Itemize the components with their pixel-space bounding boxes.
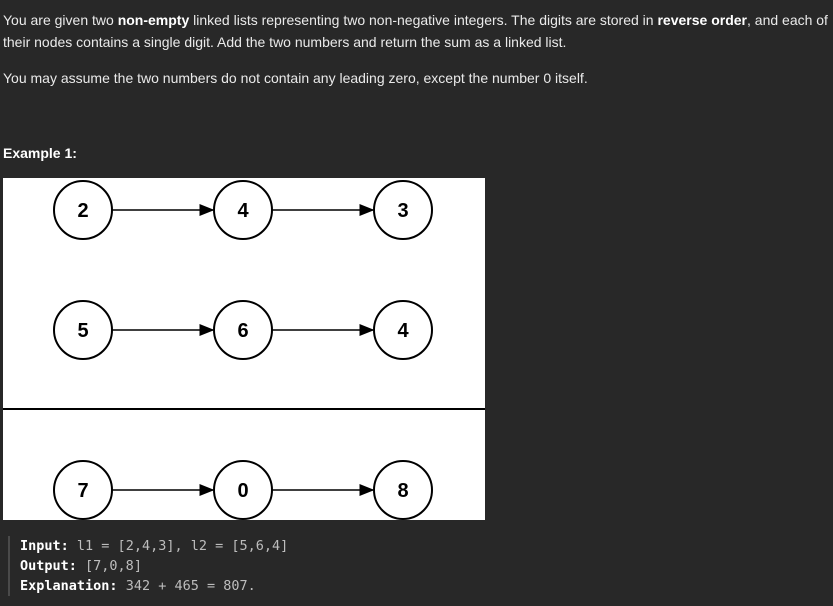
node-value: 4 (397, 320, 409, 342)
input-line: Input: l1 = [2,4,3], l2 = [5,6,4] (20, 536, 288, 556)
list-node (213, 460, 273, 520)
node-value: 6 (237, 320, 248, 342)
bold-text: reverse order (657, 12, 747, 28)
problem-note: You may assume the two numbers do not co… (3, 70, 588, 86)
explanation-line: Explanation: 342 + 465 = 807. (20, 576, 288, 596)
node-value: 3 (397, 200, 408, 222)
example-code-block: Input: l1 = [2,4,3], l2 = [5,6,4] Output… (8, 536, 288, 596)
list-node (53, 300, 113, 360)
input-value: l1 = [2,4,3], l2 = [5,6,4] (76, 538, 289, 554)
list-node (373, 300, 433, 360)
linked-list-diagram: 2 4 3 5 6 4 7 0 8 (3, 178, 485, 520)
node-value: 2 (77, 200, 88, 222)
explanation-label: Explanation: (20, 578, 118, 594)
explanation-value: 342 + 465 = 807. (125, 578, 256, 594)
node-value: 7 (77, 480, 88, 502)
output-label: Output: (20, 558, 77, 574)
node-value: 8 (397, 480, 408, 502)
node-value: 4 (237, 200, 249, 222)
text: linked lists representing two non-negati… (189, 12, 658, 28)
text: You are given two (3, 12, 118, 28)
list-node (53, 180, 113, 240)
node-value: 5 (77, 320, 88, 342)
problem-description: You are given two non-empty linked lists… (3, 9, 828, 53)
text: , and each of their nodes contains a sin… (3, 12, 828, 50)
list-node (213, 300, 273, 360)
list-node (373, 180, 433, 240)
list-node (373, 460, 433, 520)
list-node (213, 180, 273, 240)
node-value: 0 (237, 480, 248, 502)
bold-text: non-empty (117, 12, 190, 28)
output-value: [7,0,8] (85, 558, 142, 574)
list-node (53, 460, 113, 520)
input-label: Input: (20, 538, 69, 554)
example-title: Example 1: (3, 145, 77, 161)
output-line: Output: [7,0,8] (20, 556, 288, 576)
